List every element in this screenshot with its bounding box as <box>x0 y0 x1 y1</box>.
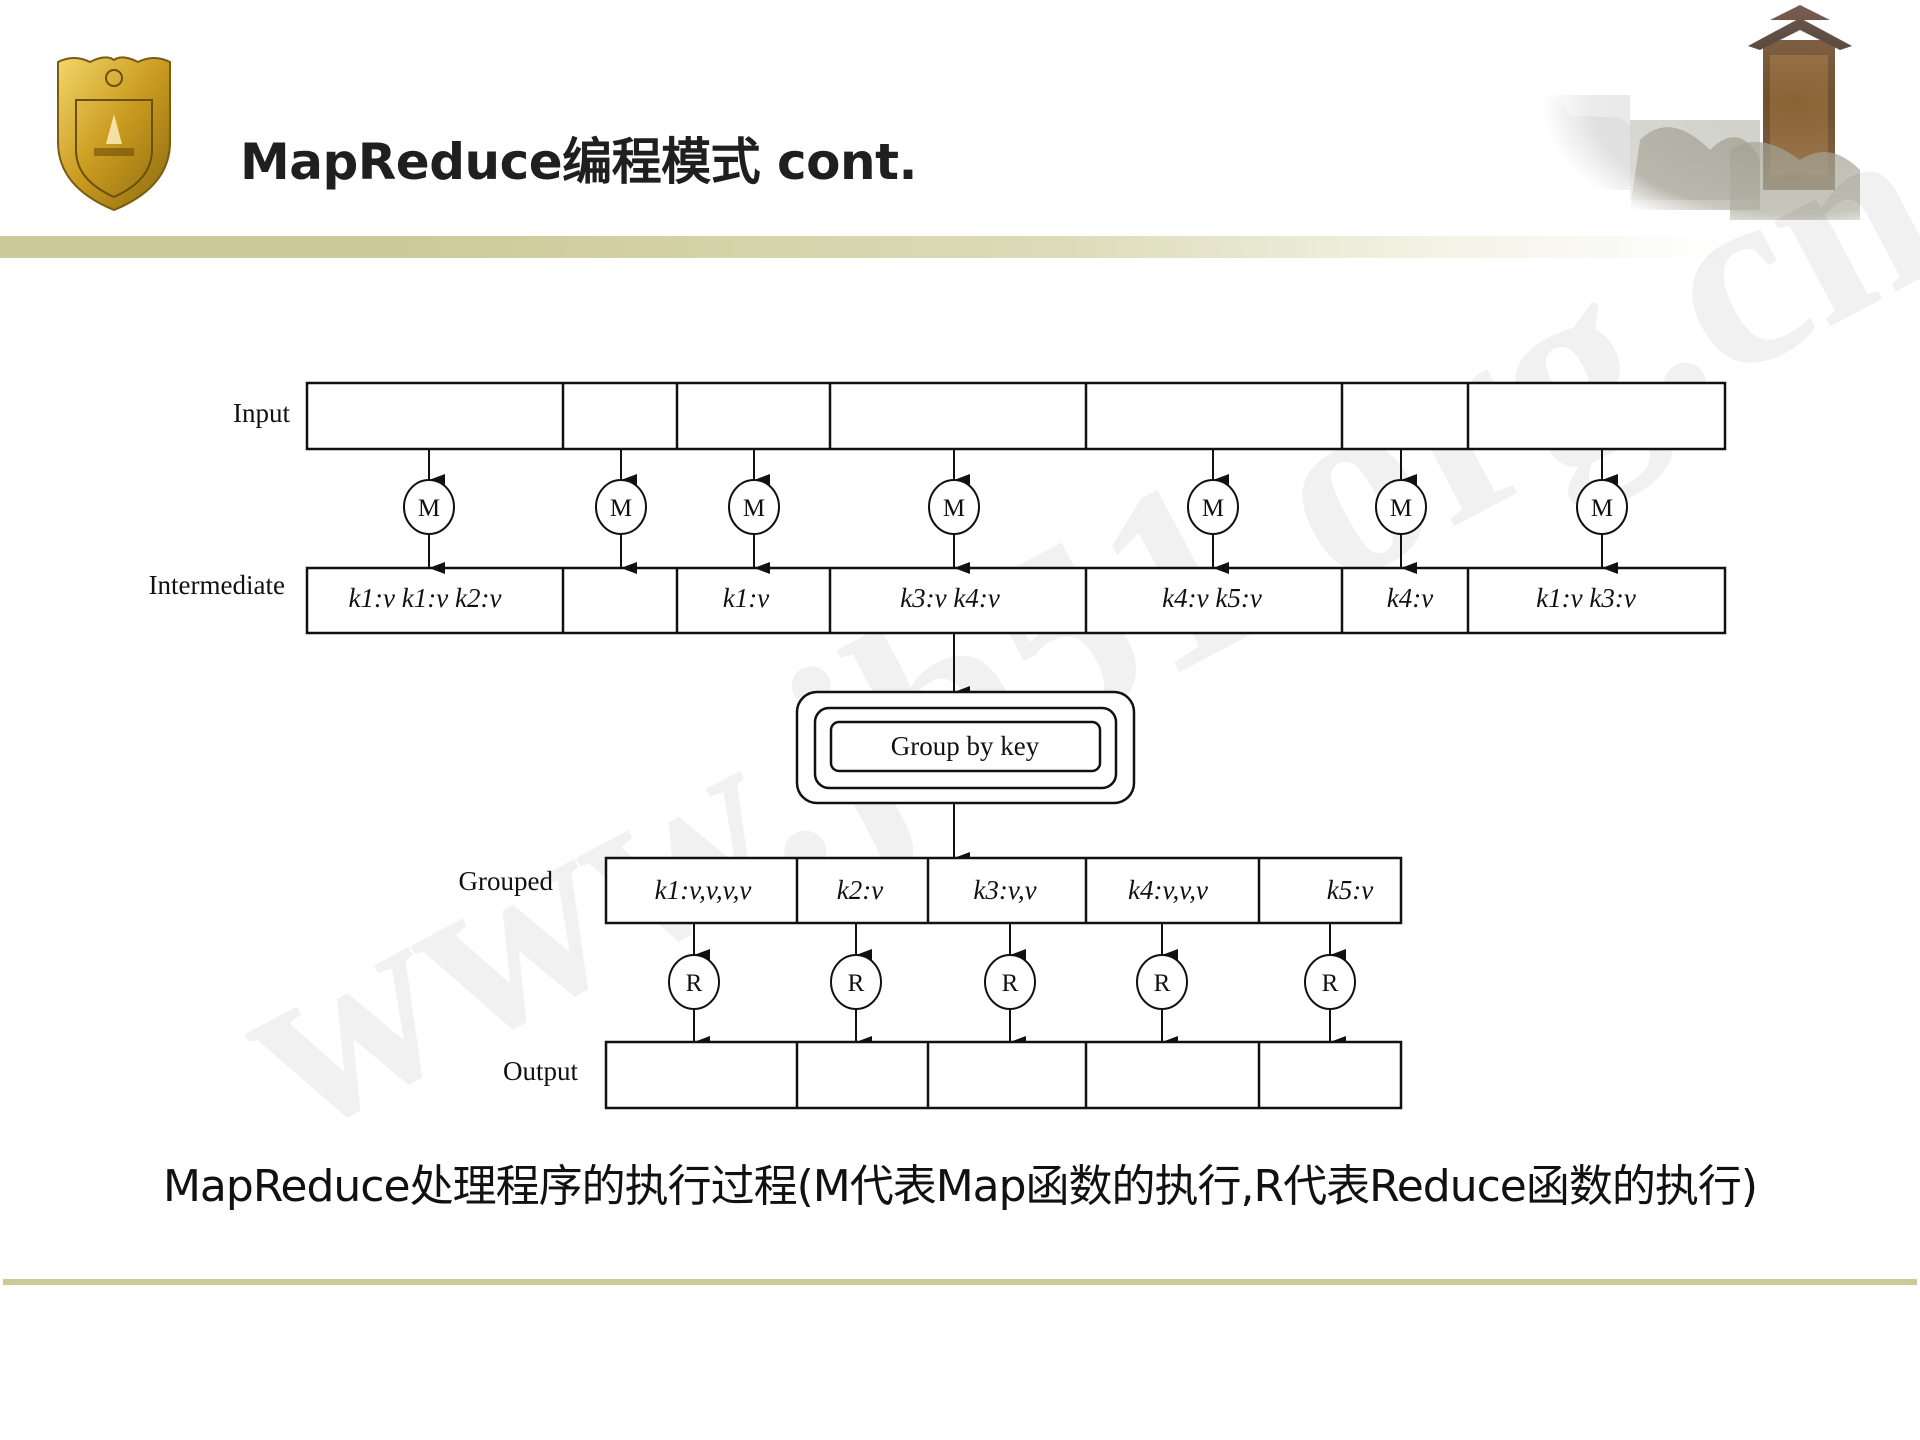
reduce-node: R <box>1002 970 1019 997</box>
reduce-arrows <box>693 923 1346 1048</box>
row-label-output: Output <box>502 1056 578 1086</box>
header-divider-band <box>0 236 1920 258</box>
reduce-node: R <box>848 970 865 997</box>
reduce-node: R <box>1154 970 1171 997</box>
intermediate-row <box>305 566 1727 635</box>
university-crest-logo <box>57 56 171 212</box>
map-node: M <box>743 495 765 522</box>
output-row <box>604 1040 1403 1110</box>
reduce-nodes <box>668 954 1356 1010</box>
reduce-node: R <box>686 970 703 997</box>
input-row <box>305 381 1727 451</box>
campus-tower-image <box>1500 0 1920 230</box>
intermediate-cell: k1:v k1:v k2:v <box>349 583 502 613</box>
grouped-cell: k2:v <box>837 875 883 905</box>
intermediate-cell: k1:v <box>723 583 769 613</box>
map-nodes <box>403 479 1628 535</box>
intermediate-cell: k4:v <box>1387 583 1433 613</box>
grouped-cell: k4:v,v,v <box>1128 875 1208 905</box>
intermediate-cell: k4:v k5:v <box>1162 583 1262 613</box>
map-node: M <box>418 495 440 522</box>
grouped-cell: k3:v,v <box>973 875 1036 905</box>
map-node: M <box>610 495 632 522</box>
reduce-node: R <box>1322 970 1339 997</box>
row-label-input: Input <box>233 398 290 428</box>
intermediate-cell: k3:v k4:v <box>900 583 1000 613</box>
group-by-key-label: Group by key <box>891 731 1040 761</box>
intermediate-cell: k1:v k3:v <box>1536 583 1636 613</box>
row-label-grouped: Grouped <box>458 866 553 896</box>
grouped-cell: k1:v,v,v,v <box>655 875 752 905</box>
grouped-row <box>604 856 1403 925</box>
slide-title: MapReduce编程模式 cont. <box>240 133 918 191</box>
row-label-intermediate: Intermediate <box>148 570 285 600</box>
map-node: M <box>943 495 965 522</box>
map-arrows <box>428 449 1618 574</box>
group-by-key-box <box>795 690 1136 805</box>
footer-divider-line <box>3 1279 1917 1285</box>
grouped-cell: k5:v <box>1327 875 1373 905</box>
map-node: M <box>1591 495 1613 522</box>
map-node: M <box>1390 495 1412 522</box>
diagram-caption: MapReduce处理程序的执行过程(M代表Map函数的执行,R代表Reduce… <box>162 1161 1758 1212</box>
map-node: M <box>1202 495 1224 522</box>
